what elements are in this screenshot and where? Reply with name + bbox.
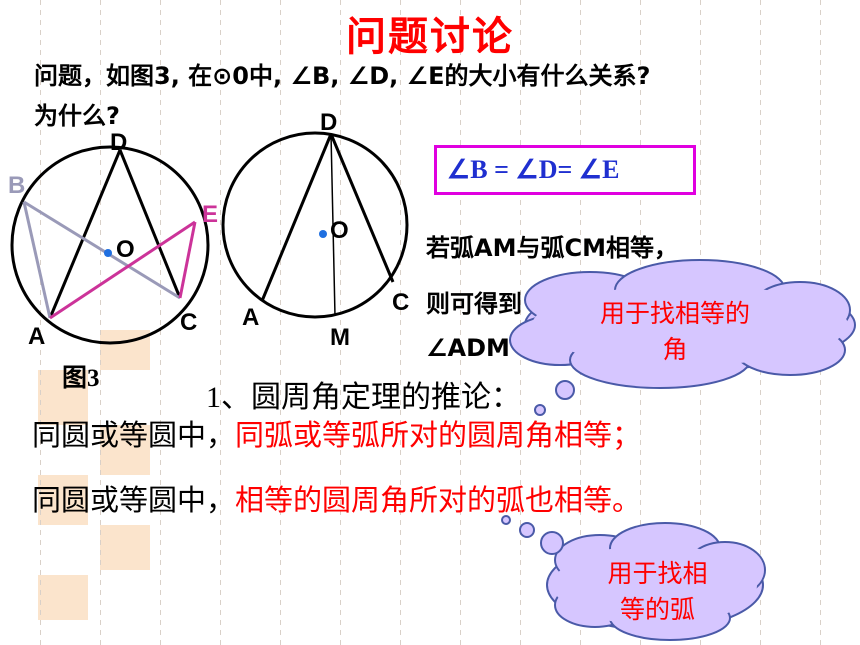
corollary-line-1: 同圆或等圆中，同弧或等弧所对的圆周角相等；	[32, 412, 641, 454]
cloud-1-line-2: 角	[662, 335, 688, 364]
label-D: D	[110, 129, 127, 156]
figure-2: D O A C M	[221, 109, 409, 351]
figure-caption: 图3	[62, 365, 100, 392]
equation-box: ∠B = ∠D= ∠E	[434, 145, 696, 195]
bg-rule	[520, 0, 521, 645]
label-A2: A	[242, 304, 259, 331]
question-line-2: 为什么?	[34, 102, 120, 130]
bg-rule	[460, 0, 461, 645]
cloud-2-line-1: 用于找相	[607, 559, 708, 588]
label-E: E	[202, 201, 218, 228]
cloud-2-line-2: 等的弧	[619, 595, 695, 624]
cloud-1-text: 用于找相等的 角	[560, 296, 790, 368]
bg-rule	[280, 0, 281, 645]
bg-rule	[100, 0, 101, 645]
cloud-2-text: 用于找相 等的弧	[585, 556, 730, 628]
bg-square	[38, 475, 88, 525]
corollary-line-2: 同圆或等圆中，相等的圆周角所对的弧也相等。	[32, 477, 641, 519]
label-B: B	[8, 172, 25, 199]
remark-line-3: ∠ADM	[426, 334, 510, 362]
page-title: 问题讨论	[346, 14, 514, 60]
label-M2: M	[330, 324, 350, 351]
bg-rule	[160, 0, 161, 645]
bg-rule	[40, 0, 41, 645]
remark-line-1: 若弧AM与弧CM相等，	[426, 234, 678, 262]
corollary-line-2-prefix: 同圆或等圆中，	[32, 483, 236, 517]
bg-rule	[400, 0, 401, 645]
label-A: A	[28, 323, 45, 350]
bg-square	[38, 575, 88, 620]
cloud-1-line-1: 用于找相等的	[599, 299, 750, 328]
figure-1: D B E O A C	[8, 129, 218, 350]
bg-rule	[340, 0, 341, 645]
question-line-1: 问题，如图3, 在⊙0中, ∠B, ∠D, ∠E的大小有什么关系?	[34, 62, 651, 90]
label-D2: D	[320, 109, 337, 136]
label-O: O	[116, 236, 135, 263]
bg-square	[100, 425, 150, 475]
corollary-line-1-prefix: 同圆或等圆中，	[32, 418, 236, 452]
remark-line-2: 则可得到	[426, 290, 522, 318]
label-O2: O	[330, 217, 349, 244]
cloud-1	[509, 259, 856, 416]
bg-rule	[220, 0, 221, 645]
bg-square	[100, 525, 150, 570]
corollary-title: 1、圆周角定理的推论：	[206, 381, 521, 414]
bg-square	[38, 370, 88, 425]
cloud-2	[501, 515, 766, 641]
corollary-line-1-highlight: 同弧或等弧所对的圆周角相等；	[235, 418, 642, 452]
label-C2: C	[392, 289, 409, 316]
corollary-line-2-highlight: 相等的圆周角所对的弧也相等。	[235, 483, 642, 517]
label-C: C	[180, 309, 197, 336]
